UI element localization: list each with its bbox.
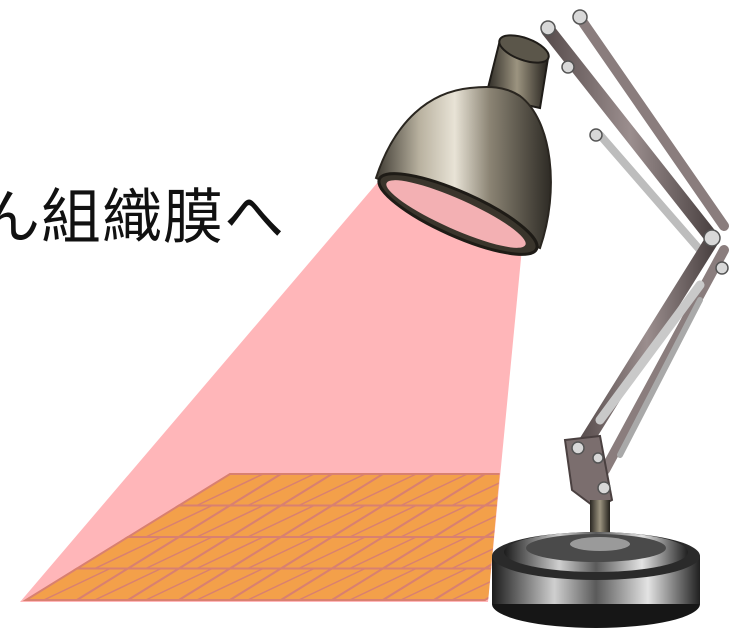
membrane-cell-diagonal	[247, 567, 315, 601]
caption-text: ん組織膜へ	[0, 183, 285, 253]
membrane-cell-diagonal	[196, 567, 264, 601]
membrane-cell-diagonal	[298, 473, 366, 507]
membrane-cell-diagonal	[298, 536, 366, 570]
membrane-cell-diagonal	[349, 567, 417, 601]
membrane-cell-diagonal	[400, 567, 468, 601]
membrane-cell-diagonal	[145, 536, 213, 570]
membrane-cell-diagonal	[451, 536, 500, 570]
membrane-cell-diagonal	[349, 473, 417, 507]
lamp-arm-assembly	[540, 9, 729, 510]
membrane-cell-diagonal	[196, 504, 264, 538]
membrane-cell-diagonal	[43, 567, 111, 601]
membrane-cell-diagonal	[451, 473, 500, 507]
membrane-cell-diagonal	[451, 504, 500, 538]
membrane-cell-diagonal	[247, 504, 315, 538]
membrane-cell-diagonal	[451, 567, 500, 601]
desk-lamp-icon	[374, 34, 552, 256]
membrane-cell-diagonal	[298, 567, 366, 601]
membrane-cell	[481, 504, 500, 538]
membrane-cell-diagonal	[94, 536, 162, 570]
membrane-cell-diagonal	[400, 504, 468, 538]
membrane-cell-diagonal	[349, 536, 417, 570]
membrane-cell-diagonal	[247, 473, 315, 507]
membrane-cell-diagonal	[503, 474, 569, 506]
membrane-cell-diagonal	[400, 536, 468, 570]
membrane-cell-diagonal	[94, 567, 162, 601]
membrane-cell-diagonal	[145, 567, 213, 601]
membrane-cell-diagonal	[145, 504, 213, 538]
tissue-membrane-grid	[22, 473, 671, 601]
membrane-cell-diagonal	[196, 536, 264, 570]
membrane-cell-diagonal	[196, 473, 264, 507]
membrane-cell-diagonal	[605, 474, 671, 506]
membrane-cell-diagonal	[298, 504, 366, 538]
membrane-cell-diagonal	[247, 536, 315, 570]
membrane-cell-diagonal	[503, 506, 569, 538]
lamp-base	[492, 500, 700, 628]
membrane-cell-diagonal	[349, 504, 417, 538]
membrane-cell-diagonal	[400, 473, 468, 507]
